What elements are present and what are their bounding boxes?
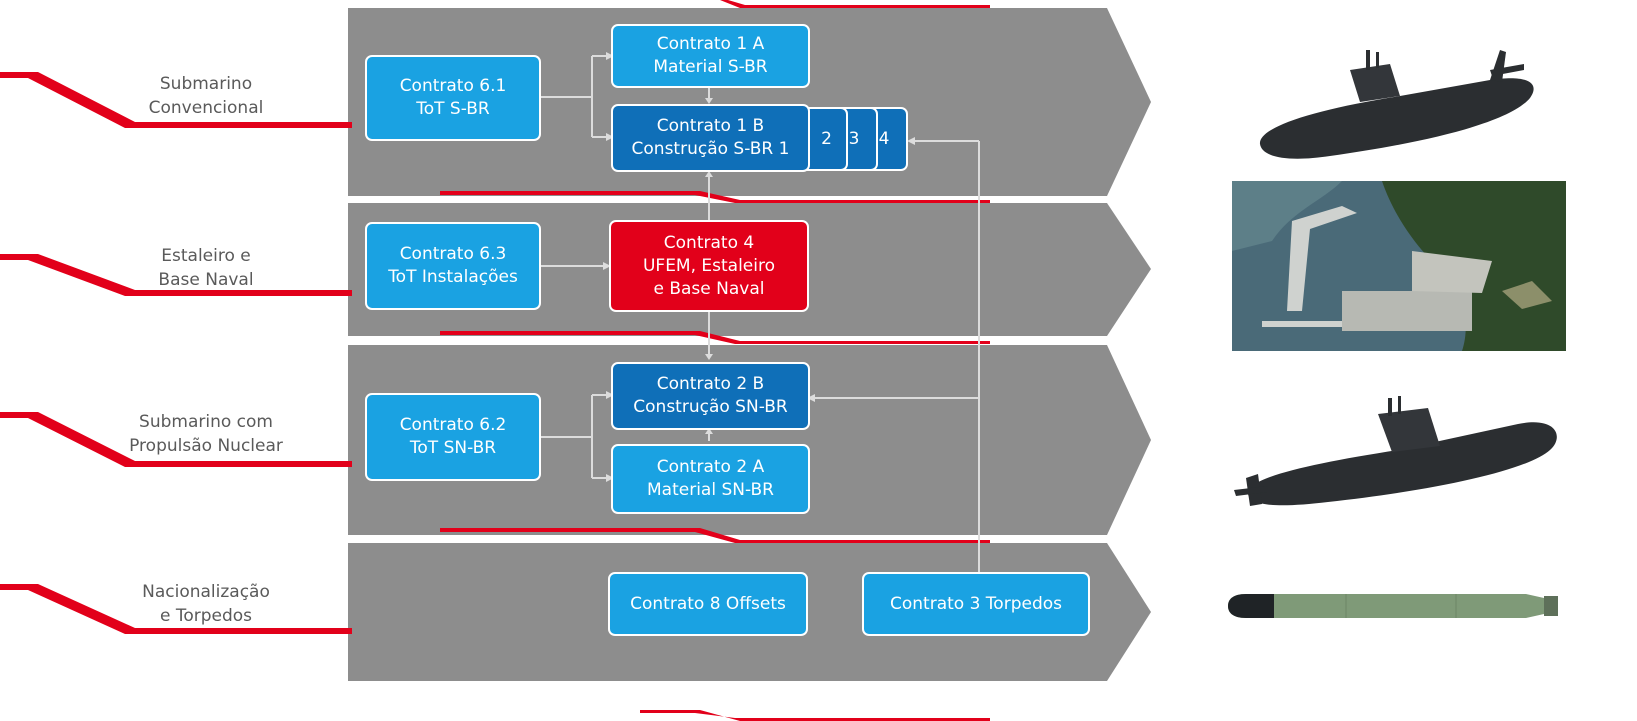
contract-6-3-box[interactable]: Contrato 6.3 ToT Instalações [365, 222, 541, 310]
contract-2a-box[interactable]: Contrato 2 A Material SN-BR [611, 444, 810, 514]
contract-4-box[interactable]: Contrato 4 UFEM, Estaleiro e Base Naval [609, 220, 809, 312]
shipyard-aerial-image [1232, 181, 1566, 351]
row-label-nacionalizacao-torpedos: Nacionalização e Torpedos [142, 582, 270, 626]
row-red-stripes [0, 72, 352, 634]
contract-3-box[interactable]: Contrato 3 Torpedos [862, 572, 1090, 636]
chevron-arrow-2 [1107, 203, 1151, 336]
torpedo-image [1228, 594, 1558, 618]
row-label-submarino-nuclear: Submarino com Propulsão Nuclear [129, 412, 283, 456]
contract-1b-box[interactable]: Contrato 1 B Construção S-BR 1 [611, 104, 810, 172]
row-label-submarino-convencional: Submarino Convencional [148, 74, 264, 118]
submarine-nuclear-image [1234, 396, 1557, 506]
contract-1a-box[interactable]: Contrato 1 A Material S-BR [611, 24, 810, 88]
contract-6-2-box[interactable]: Contrato 6.2 ToT SN-BR [365, 393, 541, 481]
contract-2b-box[interactable]: Contrato 2 B Construção SN-BR [611, 362, 810, 430]
submarine-conventional-image [1259, 50, 1534, 159]
chevron-arrow-3 [1107, 345, 1151, 535]
band-red-accents [440, 0, 990, 721]
row-label-estaleiro-base-naval: Estaleiro e Base Naval [158, 246, 254, 290]
contract-8-box[interactable]: Contrato 8 Offsets [608, 572, 808, 636]
contract-6-1-box[interactable]: Contrato 6.1 ToT S-BR [365, 55, 541, 141]
chevron-arrow-1 [1107, 8, 1151, 196]
chevron-arrow-4 [1107, 543, 1151, 681]
